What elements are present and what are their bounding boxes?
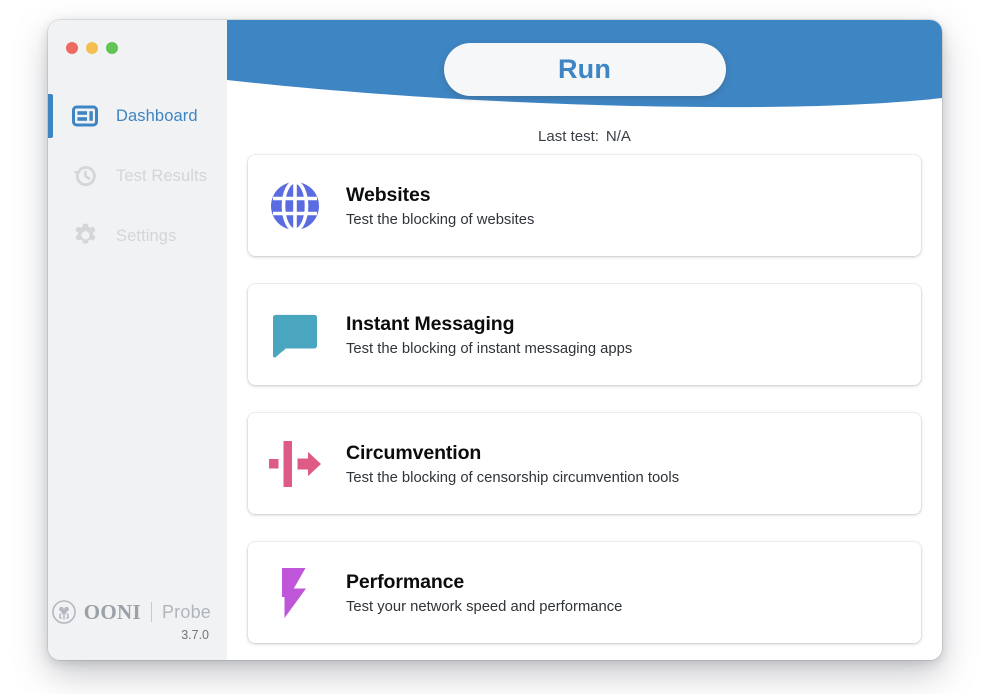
card-description: Test the blocking of censorship circumve… (346, 469, 680, 486)
test-card-list: Websites Test the blocking of websites I… (227, 155, 942, 660)
ooni-probe-window: Dashboard Test Results (48, 20, 942, 660)
ooni-probe-logo: OONI Probe (51, 599, 211, 625)
circumvention-arrow-icon (266, 435, 324, 493)
gear-icon (70, 221, 100, 251)
sidebar-item-settings[interactable]: Settings (48, 206, 227, 266)
card-text: Instant Messaging Test the blocking of i… (346, 313, 632, 357)
sidebar-item-label: Dashboard (116, 106, 198, 125)
test-card-instant-messaging[interactable]: Instant Messaging Test the blocking of i… (248, 284, 921, 385)
card-title: Performance (346, 570, 465, 593)
card-description: Test the blocking of instant messaging a… (346, 340, 633, 357)
minimize-window-button[interactable] (86, 42, 98, 54)
brand-name: OONI (83, 599, 141, 624)
sidebar-nav: Dashboard Test Results (48, 86, 227, 266)
run-button[interactable]: Run (443, 43, 726, 96)
ooni-octopus-icon (51, 599, 77, 625)
card-title: Circumvention (346, 441, 482, 464)
close-window-button[interactable] (66, 42, 78, 54)
card-text: Performance Test your network speed and … (346, 571, 622, 615)
last-test-label: Last test: (538, 128, 599, 145)
card-text: Websites Test the blocking of websites (346, 184, 534, 228)
logo-divider (150, 602, 152, 622)
globe-icon (266, 177, 324, 235)
dashboard-icon (70, 101, 100, 131)
card-title: Instant Messaging (346, 312, 515, 335)
maximize-window-button[interactable] (106, 42, 118, 54)
main-content: Run Last test: N/A (227, 20, 942, 660)
window-traffic-lights (48, 20, 227, 60)
test-card-websites[interactable]: Websites Test the blocking of websites (248, 155, 921, 256)
card-description: Test your network speed and performance (346, 598, 623, 615)
test-card-circumvention[interactable]: Circumvention Test the blocking of censo… (248, 413, 921, 514)
sidebar-item-test-results[interactable]: Test Results (48, 146, 227, 206)
sidebar-item-label: Test Results (116, 166, 208, 185)
test-card-performance[interactable]: Performance Test your network speed and … (248, 542, 921, 643)
card-text: Circumvention Test the blocking of censo… (346, 442, 679, 486)
sidebar-item-dashboard[interactable]: Dashboard (48, 86, 227, 146)
sidebar: Dashboard Test Results (48, 20, 227, 660)
sidebar-item-label: Settings (116, 226, 177, 245)
history-clock-icon (70, 161, 100, 191)
card-description: Test the blocking of websites (346, 211, 535, 228)
sidebar-footer: OONI Probe 3.7.0 (48, 599, 227, 660)
last-test-status: Last test: N/A (227, 128, 942, 145)
lightning-bolt-icon (266, 564, 324, 622)
app-version: 3.7.0 (181, 628, 209, 642)
active-indicator-bar (48, 94, 53, 138)
speech-bubble-icon (266, 306, 324, 364)
product-name: Probe (161, 601, 211, 622)
card-title: Websites (346, 183, 431, 206)
last-test-value: N/A (605, 128, 631, 145)
run-button-label: Run (557, 54, 612, 84)
